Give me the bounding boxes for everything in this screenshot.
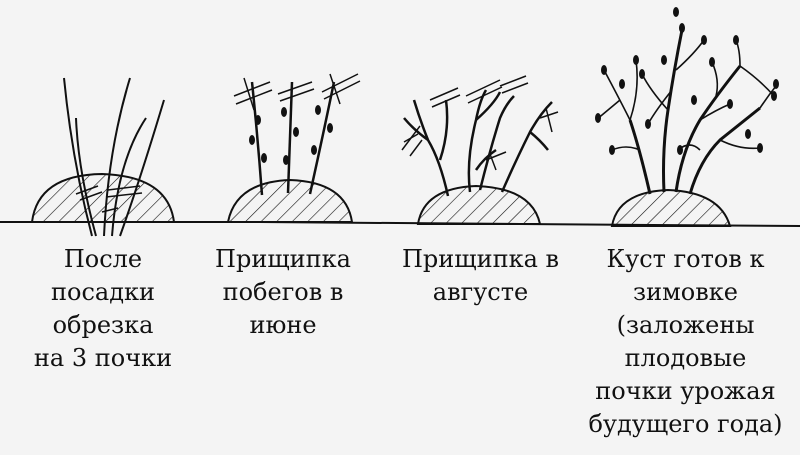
leaf-buds [249, 105, 333, 165]
bush-stage-2 [226, 73, 361, 223]
cut-marks [75, 185, 143, 213]
caption-stage-4: Куст готов к зимовке (заложены плодовые … [588, 245, 783, 438]
fruit-buds [595, 7, 779, 155]
soil-mound [30, 172, 176, 223]
soil-mound [610, 188, 732, 227]
pinch-marks [401, 75, 559, 171]
bush-stage-3 [401, 75, 559, 225]
pinch-marks [233, 73, 361, 111]
caption-stage-1: После посадки обрезка на 3 почки [33, 245, 173, 372]
caption-stage-3: Прищипка в августе [401, 245, 560, 306]
pruned-canes [63, 77, 165, 237]
branches [403, 89, 553, 197]
bush-stage-4 [595, 7, 779, 227]
soil-mound [226, 178, 354, 223]
shoots [250, 81, 336, 196]
bush-stage-1 [30, 77, 176, 237]
caption-stage-2: Прищипка побегов в июне [215, 245, 351, 339]
soil-mound [416, 184, 542, 225]
main-stems [628, 29, 761, 195]
